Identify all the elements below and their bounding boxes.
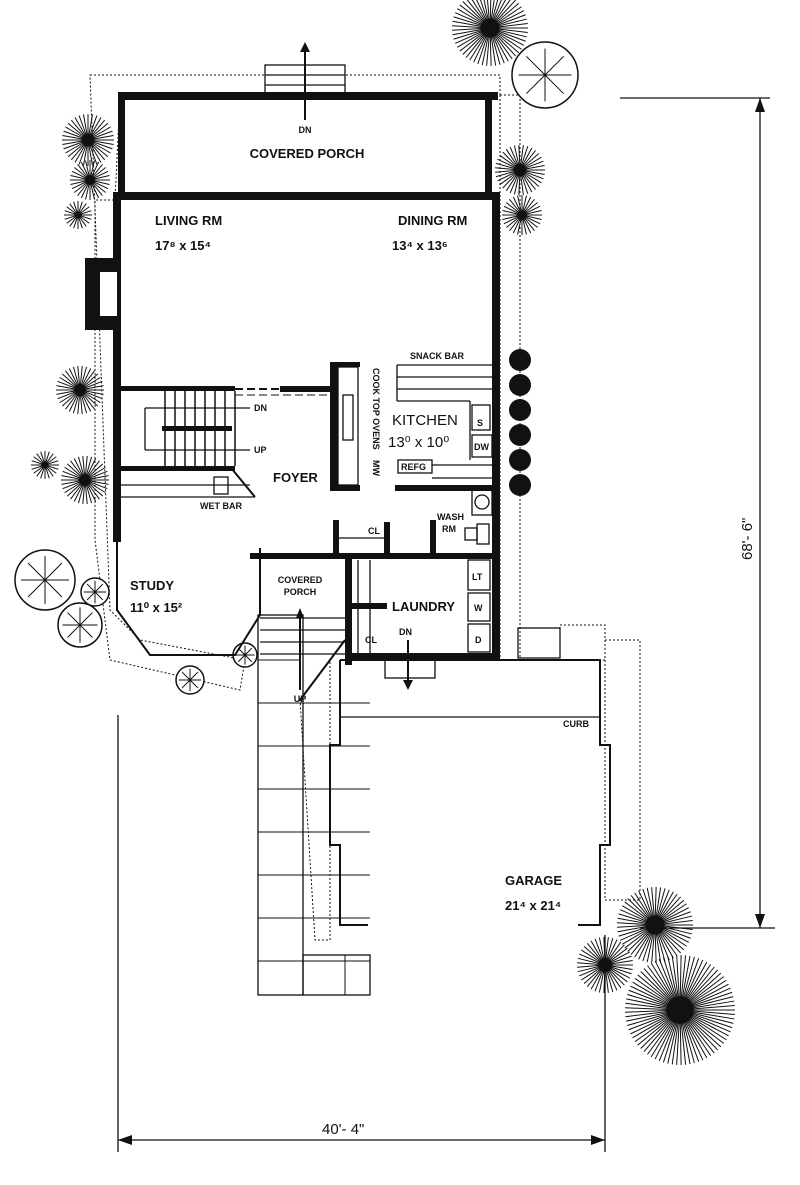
hedge-icon	[509, 374, 531, 396]
kitchen-cabinets: COOK TOP OVENS MW SNACK BAR S DW REFG	[280, 351, 493, 491]
tree-icon	[62, 114, 114, 166]
sink-label: S	[477, 418, 483, 428]
tree-icon	[495, 145, 545, 195]
dryer-label: D	[475, 635, 482, 645]
hedge-icon	[509, 424, 531, 446]
living-room-label: LIVING RM	[155, 213, 222, 228]
dining-room-label: DINING RM	[398, 213, 467, 228]
microwave-label: MW	[371, 460, 381, 476]
tree-icon	[56, 366, 104, 414]
foyer-label: FOYER	[273, 470, 318, 485]
tree-icon	[625, 955, 735, 1065]
shrub-icon	[175, 665, 205, 695]
tree-icon	[502, 195, 542, 235]
tree-icon	[452, 0, 528, 66]
hedge-icon	[509, 399, 531, 421]
curb-label: CURB	[563, 719, 589, 729]
hall-closet: CL	[250, 520, 500, 559]
dishwasher-label: DW	[474, 442, 489, 452]
tree-icon	[31, 451, 59, 479]
closet-label-lower: CL	[365, 635, 377, 645]
refrigerator-label: REFG	[401, 462, 426, 472]
washer-label: W	[474, 603, 483, 613]
hedge-icon	[509, 474, 531, 496]
exterior-walls	[85, 192, 500, 657]
tree-icon	[64, 201, 92, 229]
shrub-icon	[57, 602, 103, 648]
living-room-size: 17⁸ x 15⁴	[155, 238, 211, 253]
side-porch-label-1: COVERED	[278, 575, 323, 585]
stair-dn-label: DN	[254, 403, 267, 413]
shrub-icon	[80, 577, 110, 607]
kitchen-size: 13⁰ x 10⁰	[388, 434, 449, 451]
shrub-icon	[232, 642, 258, 668]
width-dimension-label: 40'- 4"	[322, 1121, 364, 1138]
front-porch: DN COVERED PORCH	[118, 42, 498, 192]
garage: CURB GARAGE 21⁴ x 21⁴	[329, 627, 611, 926]
closet-label-upper: CL	[368, 526, 380, 536]
stair-up-label: UP	[254, 445, 267, 455]
shrub-icon	[511, 41, 579, 109]
dining-room-size: 13⁴ x 13⁶	[392, 238, 448, 253]
side-porch: COVERED PORCH UP	[257, 555, 371, 996]
porch-stair-label: DN	[299, 125, 312, 135]
shrub-icon	[14, 549, 76, 611]
study-size: 11⁰ x 15²	[130, 600, 183, 615]
garage-label: GARAGE	[505, 873, 562, 888]
staircase: DN UP WET BAR	[120, 386, 330, 511]
dimension-width: 40'- 4"	[117, 715, 606, 1152]
hedge-icon	[509, 349, 531, 371]
laundry-label: LAUNDRY	[392, 599, 455, 614]
laundry-tub-label: LT	[472, 572, 483, 582]
dimension-depth: 68'- 6"	[620, 97, 775, 929]
study-label: STUDY	[130, 578, 174, 593]
shrub-beds	[89, 74, 641, 941]
laundry-dn-label: DN	[399, 627, 412, 637]
garage-size: 21⁴ x 21⁴	[505, 898, 561, 913]
snack-bar-label: SNACK BAR	[410, 351, 465, 361]
wash-room: WASH RM	[430, 489, 493, 555]
cooktop-ovens-label: COOK TOP OVENS	[371, 368, 381, 450]
hedge-icon	[509, 449, 531, 471]
wash-room-label-2: RM	[442, 524, 456, 534]
covered-porch-label: COVERED PORCH	[250, 146, 365, 161]
wash-room-label-1: WASH	[437, 512, 464, 522]
laundry: LAUNDRY CL DN LT W D	[345, 559, 500, 690]
trees	[14, 0, 735, 1065]
wet-bar-label: WET BAR	[200, 501, 242, 511]
tree-icon	[61, 456, 109, 504]
kitchen-label: KITCHEN	[392, 412, 458, 429]
side-porch-label-2: PORCH	[284, 587, 317, 597]
depth-dimension-label: 68'- 6"	[739, 518, 756, 560]
tree-icon	[70, 160, 110, 200]
